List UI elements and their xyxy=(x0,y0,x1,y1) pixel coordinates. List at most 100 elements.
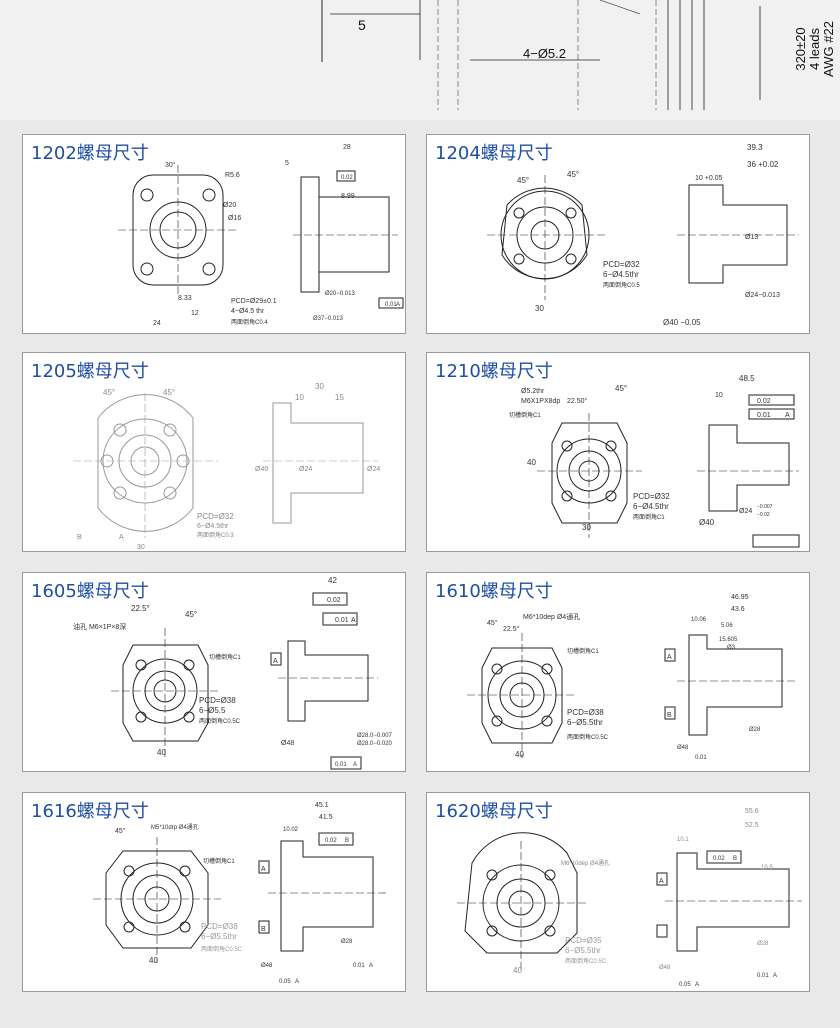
label-tol-upper: −0.007 xyxy=(757,504,773,510)
label-d16: Ø16 xyxy=(228,215,241,222)
label-pcd: PCD=Ø32 xyxy=(197,512,234,521)
label-1006: 10.06 xyxy=(691,617,707,623)
label-2250: 22.50° xyxy=(567,397,588,405)
label-chamfer: 两面倒角C0.3 xyxy=(197,531,234,539)
label-10: 10 xyxy=(715,392,723,399)
label-holes: 6−Ø4.5thr xyxy=(197,523,229,530)
label-chamfer: 两面倒角C0.4 xyxy=(231,318,268,326)
label-pcd: PCD=Ø32 xyxy=(633,492,670,501)
label-45b: 45° xyxy=(567,170,579,179)
label-d13: Ø13 xyxy=(745,234,758,241)
label-datum-a: A xyxy=(667,654,672,661)
label-d40: Ø40 −0.05 xyxy=(663,318,701,327)
label-tol-002: 0.02 xyxy=(341,175,353,181)
label-d20-tol: Ø20−0.013 xyxy=(325,291,356,297)
label-d24b: Ø24 xyxy=(367,466,380,473)
label-d48: Ø48 xyxy=(281,740,294,747)
label-tol-002: 0.02 xyxy=(713,856,725,862)
label-groove: 切槽倒角C1 xyxy=(203,857,235,865)
drawing-1605: 42 0.02 0.01 A 22.5° 45° 油孔 M6×1P×8深 切槽倒… xyxy=(73,576,393,770)
label-pcd: PCD=Ø38 xyxy=(201,922,238,931)
label-28: 28 xyxy=(343,144,351,151)
drawing-1205: 30 10 15 45° 45° Ø40 Ø24 Ø24 PCD=Ø32 6−Ø… xyxy=(73,382,380,551)
label-15605: 15.605 xyxy=(719,637,738,643)
label-tol-005: 0.05 xyxy=(679,982,691,988)
label-d24: Ø24 xyxy=(739,508,752,515)
label-tol-001: 0.01 xyxy=(757,412,771,419)
label-datum-a: A xyxy=(785,412,790,419)
label-chamfer: 两面倒角C0.5C xyxy=(567,733,609,741)
label-chamfer: 两面倒角C0.5C xyxy=(199,717,241,725)
label-40: 40 xyxy=(513,966,522,975)
panel-title: 1202螺母尺寸 xyxy=(31,143,149,164)
label-holes: 6−Ø5.5thr xyxy=(565,946,601,955)
label-d28: Ø28 xyxy=(749,727,761,733)
panel-1210: 48.5 Ø5.2thr M6X1PX8dp 22.50° 45° 切槽倒角C1… xyxy=(426,352,810,552)
label-groove: 切槽倒角C1 xyxy=(509,411,541,419)
label-holes: 4−Ø4.5 thr xyxy=(231,308,265,315)
label-holes: 6−Ø4.5thr xyxy=(603,270,639,279)
label-105: 10.5 xyxy=(761,865,773,871)
label-m6: M6*10dep Ø4通孔 xyxy=(523,612,580,621)
label-m6: M6*10dep Ø4通孔 xyxy=(561,859,610,867)
label-chamfer: 两面倒角C0.5 xyxy=(603,281,640,289)
panel-1620: 55.6 52.5 10.1 M6*10dep Ø4通孔 0.02 B A PC… xyxy=(426,792,810,992)
label-groove: 切槽倒角C1 xyxy=(209,653,241,661)
label-45: 45° xyxy=(487,619,498,627)
label-datum-a3: A xyxy=(695,982,699,988)
label-holes: 6−Ø5.5 xyxy=(199,706,226,715)
label-d48: Ø48 xyxy=(677,745,689,751)
wire-gauge: AWG #22 xyxy=(821,21,836,77)
label-datum-b: B xyxy=(667,712,672,719)
label-506: 5.06 xyxy=(721,623,733,629)
label-415: 41.5 xyxy=(319,814,333,821)
label-45: 45° xyxy=(115,827,126,835)
label-a: A xyxy=(119,534,124,541)
label-45a: 45° xyxy=(517,176,529,185)
label-m6: M6X1PX8dp xyxy=(521,398,560,405)
label-datum-a: A xyxy=(261,866,266,873)
label-899: 8.99 xyxy=(341,193,355,200)
label-b: B xyxy=(77,534,82,541)
drawing-1610: 46.95 43.6 10.06 5.06 15.605 Ø3 M6*10dep… xyxy=(467,594,795,761)
label-holes: 6−Ø4.5thr xyxy=(633,502,669,511)
label-485: 48.5 xyxy=(739,374,755,383)
label-tol-005: 0.05 xyxy=(279,979,291,985)
label-833: 8.33 xyxy=(178,295,192,302)
label-40: 40 xyxy=(515,750,524,759)
panel-title: 1205螺母尺寸 xyxy=(31,361,149,382)
label-10: 10 +0.05 xyxy=(695,175,723,182)
label-d24: Ø24−0.013 xyxy=(745,292,780,299)
label-30: 30 xyxy=(315,382,324,391)
label-436: 43.6 xyxy=(731,606,745,613)
label-m5: M5*10drp Ø4通孔 xyxy=(151,823,199,831)
panel-title: 1605螺母尺寸 xyxy=(31,581,149,602)
label-datum-a: A xyxy=(396,302,400,308)
panel-1610: 46.95 43.6 10.06 5.06 15.605 Ø3 M6*10dep… xyxy=(426,572,810,772)
label-groove: 切槽倒角C1 xyxy=(567,647,599,655)
label-chamfer: 两面倒角C1 xyxy=(633,513,665,521)
dim-5: 5 xyxy=(358,17,366,33)
label-40: 40 xyxy=(157,748,166,757)
label-d28: Ø28 xyxy=(341,939,353,945)
label-10: 10 xyxy=(295,393,304,402)
label-30b: 30 xyxy=(137,544,145,551)
motor-wire-drawing: 5 4−Ø5.2 xyxy=(321,0,761,110)
drawing-1204: 39.3 36 +0.02 10 +0.05 45° 45° PCD=Ø32 6… xyxy=(487,143,799,327)
label-tol-lower: −0.02 xyxy=(757,512,770,518)
label-d48: Ø48 xyxy=(659,965,671,971)
label-angle: 30° xyxy=(165,161,176,169)
label-d20: Ø20 xyxy=(223,202,236,209)
label-d48: Ø48 xyxy=(261,963,273,969)
label-pcd: PCD=Ø32 xyxy=(603,260,640,269)
label-datum-box: A xyxy=(273,658,278,665)
label-holes: 6−Ø5.5thr xyxy=(201,932,237,941)
label-225: 22.5° xyxy=(131,604,150,613)
label-45a: 45° xyxy=(103,388,115,397)
label-525: 52.5 xyxy=(745,822,759,829)
label-tol-001: 0.01 xyxy=(353,963,365,969)
label-36: 36 +0.02 xyxy=(747,160,779,169)
label-datum-a: A xyxy=(659,878,664,885)
label-pcd: PCD=Ø35 xyxy=(565,936,602,945)
label-datum-b: B xyxy=(261,926,266,933)
